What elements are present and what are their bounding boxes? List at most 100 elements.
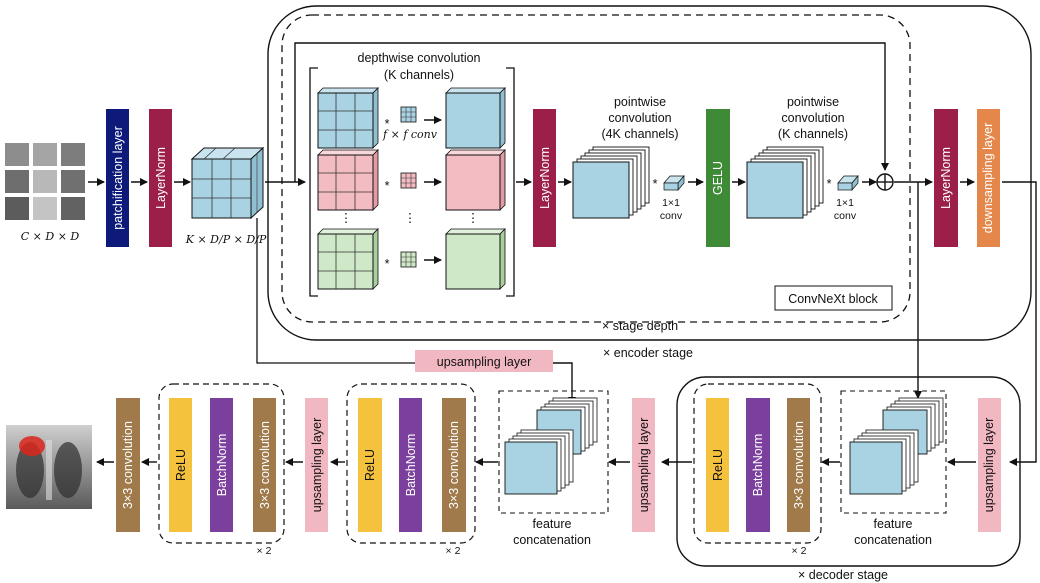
encoder-to-decoder-line [1002, 181, 1037, 466]
feature-concat-label-right-2: concatenation [854, 533, 932, 547]
times2-left: × 2 [257, 545, 272, 557]
pw2-title-3: (K channels) [778, 127, 848, 141]
depthwise-input-red [317, 149, 379, 211]
convnext-dashed-box [281, 14, 911, 323]
upsampling-layer-top [415, 350, 553, 372]
depthwise-title: depthwise convolution [358, 51, 481, 65]
pw2-title-2: convolution [781, 111, 844, 125]
conv3x3-label-left: 3×3 convolution [258, 421, 272, 509]
ellipsis: ⋮ [340, 211, 353, 225]
feature-stack-mid-front [504, 429, 574, 495]
feature-concat-box-mid [498, 390, 609, 514]
upsampling-layer-mid [632, 398, 655, 532]
feature-stack-mid-back [536, 397, 598, 455]
pointwise-stack-k [746, 146, 824, 219]
encoder-stage-label: × encoder stage [603, 346, 693, 360]
feature-concat-label-mid-1: feature [533, 517, 572, 531]
layernorm-label-2: LayerNorm [939, 147, 953, 209]
layernorm-label-convnext: LayerNorm [538, 147, 552, 209]
batchnorm-mid [399, 398, 422, 532]
conv-1x1-b: 1×1 [836, 197, 854, 209]
batchnorm-label-mid: BatchNorm [404, 434, 418, 497]
conv-star: * [385, 257, 390, 271]
patchification-label: patchification layer [111, 126, 125, 230]
input-dim-label: C × D × D [21, 230, 80, 243]
pointwise-stack-4k [572, 146, 650, 219]
conv-star: * [653, 177, 658, 191]
residual-add-icon [876, 173, 894, 191]
relu-label-left: ReLU [174, 449, 188, 481]
stage-depth-label: × stage depth [602, 319, 678, 333]
conv3x3-mid [442, 398, 466, 532]
relu-left [169, 398, 192, 532]
conv-star: * [385, 117, 390, 131]
feature-stack-right-front [849, 429, 919, 495]
feature-concat-label-mid-2: concatenation [513, 533, 591, 547]
conv3x3-left [253, 398, 276, 532]
depthwise-output-green [445, 228, 506, 290]
conv3x3-label-mid: 3×3 convolution [447, 421, 461, 509]
upsampling-label-top: upsampling layer [437, 355, 532, 369]
pw1-title-3: (4K channels) [601, 127, 678, 141]
upsampling-top-arrow [553, 362, 576, 405]
ellipsis: ⋮ [404, 211, 417, 225]
kernel-green [400, 251, 417, 268]
relu-label-right: ReLU [711, 449, 725, 481]
conv3x3-label-right: 3×3 convolution [792, 421, 806, 509]
conv-group-mid [346, 383, 476, 544]
layernorm-label-1: LayerNorm [154, 147, 168, 209]
depthwise-output-red [445, 149, 506, 211]
conv-group-right [693, 383, 822, 544]
convnext-label-box [774, 285, 893, 311]
upsampling-label-left: upsampling layer [310, 418, 324, 513]
downsampling-label: downsampling layer [981, 123, 995, 233]
batchnorm-label-right: BatchNorm [751, 434, 765, 497]
depthwise-output-blue [445, 87, 506, 149]
ellipsis: ⋮ [467, 211, 480, 225]
decoder-stage-box [676, 376, 1021, 567]
batchnorm-left [210, 398, 233, 532]
kernel-1x1-a [663, 175, 685, 191]
patchification-layer [106, 109, 129, 247]
final-conv3x3-label: 3×3 convolution [121, 421, 135, 509]
layernorm-block-2 [934, 109, 958, 247]
layernorm-block-convnext [533, 109, 556, 247]
times2-right: × 2 [792, 545, 807, 557]
tensor-dim-label: K × D/P × D/P [185, 233, 267, 246]
conv3x3-right [787, 398, 810, 532]
relu-right [706, 398, 729, 532]
upsampling-layer-right [978, 398, 1001, 532]
batchnorm-label-left: BatchNorm [215, 434, 229, 497]
pw1-title-1: pointwise [614, 95, 666, 109]
pw1-title-2: convolution [608, 111, 671, 125]
conv-1x1-a: 1×1 [662, 197, 680, 209]
depthwise-input-blue [317, 87, 379, 149]
relu-mid [358, 398, 382, 532]
skip-connection-line [256, 218, 415, 364]
conv-1x1-b-conv: conv [834, 210, 857, 222]
pw2-title-1: pointwise [787, 95, 839, 109]
decoder-stage-label: × decoder stage [798, 568, 888, 582]
conv-1x1-a-conv: conv [660, 210, 683, 222]
conv-star: * [827, 177, 832, 191]
feature-concat-box-right [840, 390, 947, 514]
depthwise-bracket-left [309, 67, 318, 297]
kernel-blue [400, 106, 417, 123]
convnext-block-label: ConvNeXt block [788, 292, 878, 306]
residual-connection [294, 42, 889, 182]
downsampling-layer [977, 109, 1000, 247]
f-conv-label: f × f conv [382, 128, 438, 141]
conv-star: * [385, 179, 390, 193]
times2-mid: × 2 [446, 545, 461, 557]
segmentation-mask [19, 436, 45, 456]
output-xray-image [6, 425, 92, 509]
depthwise-channels: (K channels) [384, 68, 454, 82]
batchnorm-right [746, 398, 770, 532]
upsampling-layer-left [305, 398, 328, 532]
kernel-red [400, 172, 417, 189]
upsampling-label-mid: upsampling layer [637, 418, 651, 513]
final-conv3x3 [116, 398, 140, 532]
feature-concat-label-right-1: feature [874, 517, 913, 531]
conv-group-left [158, 383, 285, 544]
